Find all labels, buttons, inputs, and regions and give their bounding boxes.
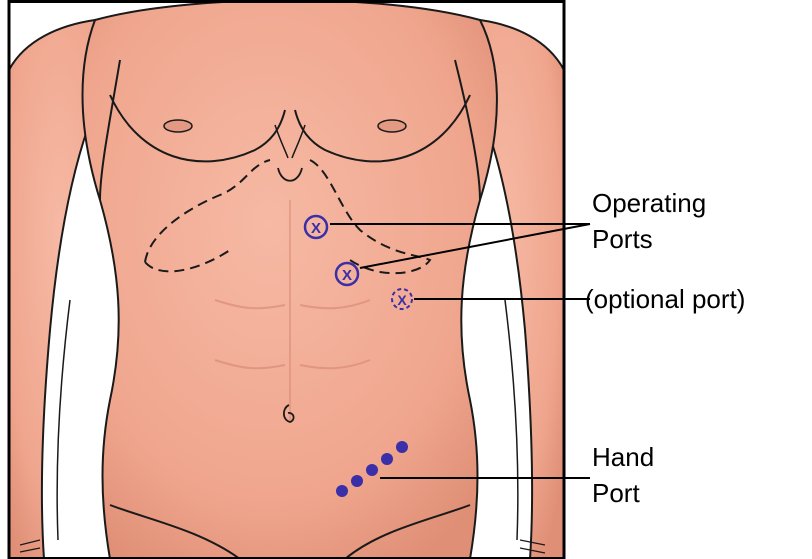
label-hand-port-line2: Port <box>592 478 640 508</box>
svg-text:X: X <box>311 220 321 237</box>
svg-text:X: X <box>397 292 407 308</box>
hand-port-dot <box>381 453 393 465</box>
svg-text:X: X <box>342 267 352 284</box>
label-hand-port-line1: Hand <box>592 442 654 472</box>
hand-port-dot <box>336 485 348 497</box>
hand-port-dot <box>366 464 378 476</box>
torso-illustration <box>9 0 564 559</box>
hand-port-dot <box>396 441 408 453</box>
label-operating-ports-line1: Operating <box>592 188 706 218</box>
hand-port-dot <box>351 475 363 487</box>
label-optional-port: (optional port) <box>585 284 745 314</box>
label-operating-ports-line2: Ports <box>592 224 653 254</box>
